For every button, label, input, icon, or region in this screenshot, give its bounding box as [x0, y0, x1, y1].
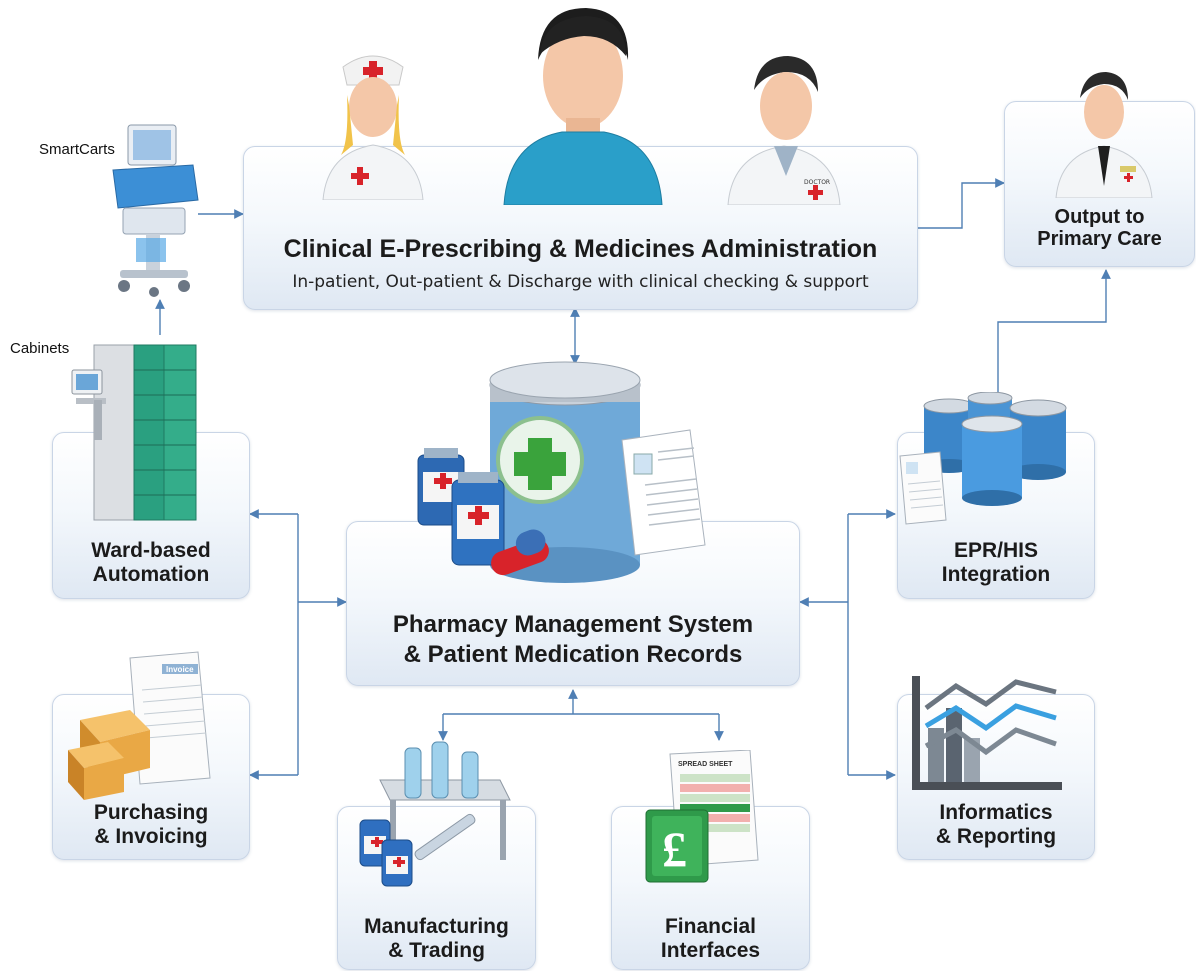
nurse-icon — [322, 55, 424, 200]
epr-line2: Integration — [941, 562, 1051, 586]
manufacturing-label: Manufacturing & Trading — [338, 915, 535, 962]
doctor-icon: DOCTOR — [727, 56, 841, 205]
informatics-line2: & Reporting — [935, 824, 1057, 848]
doctor-badge-text: DOCTOR — [804, 179, 830, 186]
output-line1: Output to — [1054, 206, 1145, 228]
informatics-chart-icon — [912, 676, 1062, 790]
purchasing-line2: & Invoicing — [94, 824, 208, 848]
manufacturing-vials-icon — [359, 741, 511, 887]
purchasing-invoice-icon: Invoice — [68, 651, 211, 800]
output-line2: Primary Care — [1037, 228, 1162, 251]
smartcart-icon — [112, 124, 199, 297]
pound-symbol: £ — [662, 821, 687, 877]
financial-line1: Financial — [664, 915, 757, 938]
arrow-epr-to-output — [997, 269, 1111, 392]
cabinets-label: Cabinets — [10, 340, 70, 357]
output-primary-care-label: Output to Primary Care — [1005, 206, 1194, 251]
ward-line1: Ward-based — [91, 539, 211, 562]
epr-his-label: EPR/HIS Integration — [898, 539, 1094, 586]
financial-line2: Interfaces — [660, 938, 761, 962]
informatics-line1: Informatics — [939, 801, 1053, 824]
invoice-text: Invoice — [166, 665, 194, 674]
spreadsheet-text: SPREAD SHEET — [678, 761, 733, 768]
smartcarts-label: SmartCarts — [39, 141, 115, 158]
eprescribing-title: Clinical E-Prescribing & Medicines Admin… — [283, 235, 878, 263]
epr-servers-icon — [899, 392, 1067, 525]
ward-automation-label: Ward-based Automation — [53, 539, 249, 586]
purchasing-label: Purchasing & Invoicing — [53, 801, 249, 848]
patient-icon — [503, 8, 663, 205]
primary-care-doctor-icon — [1055, 72, 1153, 198]
financial-label: Financial Interfaces — [612, 915, 809, 962]
pharmacy-management-label: Pharmacy Management System & Patient Med… — [347, 610, 799, 670]
manufacturing-line2: & Trading — [388, 938, 485, 962]
manufacturing-line1: Manufacturing — [364, 915, 509, 938]
eprescribing-subtitle: In-patient, Out-patient & Discharge with… — [292, 272, 869, 292]
purchasing-line1: Purchasing — [93, 801, 209, 824]
ward-line2: Automation — [92, 562, 210, 586]
epr-line1: EPR/HIS — [953, 539, 1039, 562]
cabinets-icon — [71, 344, 197, 521]
pharmacy-line2: & Patient Medication Records — [403, 641, 743, 668]
pharmacy-line1: Pharmacy Management System — [392, 611, 754, 638]
financial-spreadsheet-icon: SPREAD SHEET £ — [645, 750, 759, 883]
informatics-label: Informatics & Reporting — [898, 801, 1094, 848]
pharmacy-database-icon — [417, 361, 706, 583]
arrow-eprescribing-to-output — [916, 178, 1005, 229]
